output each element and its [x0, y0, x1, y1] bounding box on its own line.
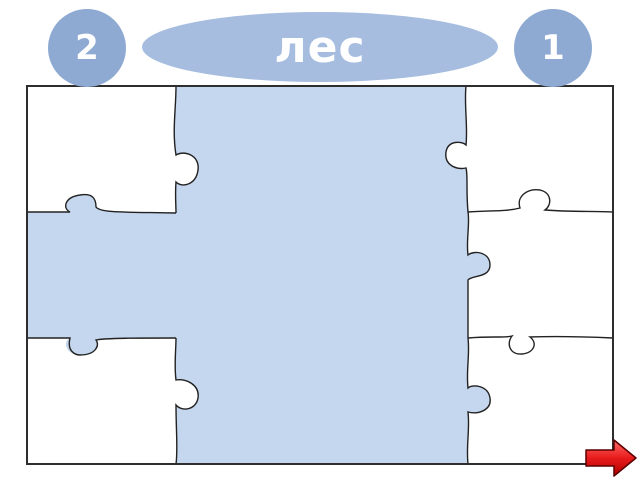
- seam-top-left-bottom: [27, 193, 177, 214]
- seam-bottom-left-top: [27, 337, 177, 356]
- piece-seams: [27, 85, 614, 465]
- seam-right-top: [445, 85, 469, 213]
- seam-left-top: [173, 85, 199, 214]
- seam-right-row2: [467, 334, 614, 355]
- seam-left-bottom: [174, 337, 199, 465]
- team-score-left[interactable]: 2: [48, 9, 126, 87]
- seam-right-row1: [467, 189, 614, 213]
- right-arrow-icon[interactable]: [584, 437, 638, 479]
- seam-right-bottom: [466, 337, 491, 465]
- board-frame: [26, 85, 614, 465]
- seam-right-middle: [466, 211, 491, 338]
- team-score-right[interactable]: 1: [514, 9, 592, 87]
- revealed-area: [27, 86, 491, 464]
- target-word: лес: [142, 12, 498, 82]
